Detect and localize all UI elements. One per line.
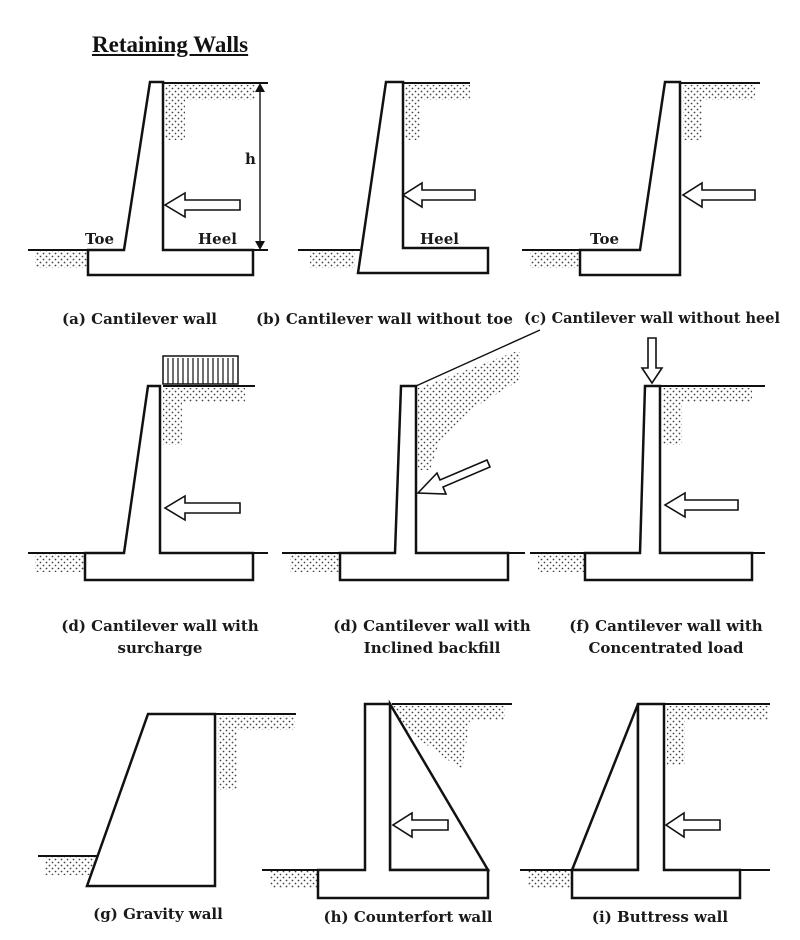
soil-hatch [290, 553, 340, 572]
earth-pressure-arrow [401, 181, 476, 209]
wall-body [316, 702, 490, 900]
backfill-slope-line [415, 329, 541, 387]
caption-a: (a) Cantilever wall [62, 310, 217, 328]
earth-pressure-arrow [664, 811, 721, 839]
wall-body [85, 712, 217, 888]
earth-pressure-arrow [163, 191, 241, 219]
soil-hatch [45, 856, 98, 875]
wall-i-buttress [520, 702, 770, 900]
wall-d-surcharge [28, 355, 268, 582]
toe-label: Toe [85, 230, 114, 248]
surcharge-hatch [167, 358, 234, 384]
concentrated-load-arrow [640, 337, 664, 385]
toe-label: Toe [590, 230, 619, 248]
caption-h: (h) Counterfort wall [323, 908, 493, 926]
heel-label: Heel [198, 230, 237, 248]
soil-hatch [392, 706, 505, 770]
soil-hatch [310, 250, 355, 268]
earth-pressure-arrow [681, 181, 756, 209]
earth-pressure-arrow [416, 458, 492, 495]
soil-hatch [163, 388, 245, 445]
soil-hatch [667, 706, 768, 765]
wall-d-inclined-backfill [282, 329, 541, 582]
soil-hatch [418, 350, 520, 470]
wall-body [583, 384, 754, 582]
soil-hatch [35, 553, 85, 572]
wall-body [83, 384, 255, 582]
wall-body [86, 80, 255, 277]
soil-hatch [270, 870, 318, 888]
wall-h-counterfort [262, 699, 512, 900]
soil-hatch [683, 85, 755, 140]
wall-body [578, 80, 682, 277]
wall-g-gravity [38, 712, 296, 888]
soil-hatch [663, 388, 752, 445]
caption-d-inclined: (d) Cantilever wall with Inclined backfi… [333, 617, 531, 657]
soil-hatch [218, 716, 295, 790]
buttress [570, 703, 640, 872]
wall-body [356, 80, 490, 275]
wall-c-without-heel [522, 80, 760, 277]
surcharge-load [162, 355, 239, 385]
caption-f: (f) Cantilever wall with Concentrated lo… [569, 617, 763, 657]
soil-hatch [528, 870, 572, 888]
diagram-title: Retaining Walls [92, 32, 249, 57]
earth-pressure-arrow [391, 811, 449, 839]
heel-label: Heel [420, 230, 459, 248]
wall-a-cantilever [28, 80, 268, 277]
earth-pressure-arrow [663, 491, 739, 519]
soil-hatch [538, 553, 588, 572]
soil-hatch [405, 85, 470, 140]
wall-f-concentrated-load [530, 337, 765, 582]
wall-b-without-toe [298, 80, 490, 275]
caption-i: (i) Buttress wall [591, 908, 729, 926]
height-dimension-arrow [255, 83, 265, 92]
soil-hatch [35, 250, 88, 268]
caption-d-surcharge: (d) Cantilever wall with surcharge [61, 617, 259, 657]
earth-pressure-arrow [163, 494, 241, 522]
soil-hatch [165, 85, 255, 140]
wall-body [570, 702, 742, 900]
height-dimension-arrow [255, 241, 265, 250]
wall-body [338, 384, 510, 582]
caption-c: (c) Cantilever wall without heel [524, 310, 780, 327]
caption-b: (b) Cantilever wall without toe [256, 310, 513, 328]
height-label: h [245, 150, 256, 168]
caption-g: (g) Gravity wall [93, 905, 223, 923]
soil-hatch [530, 250, 580, 268]
